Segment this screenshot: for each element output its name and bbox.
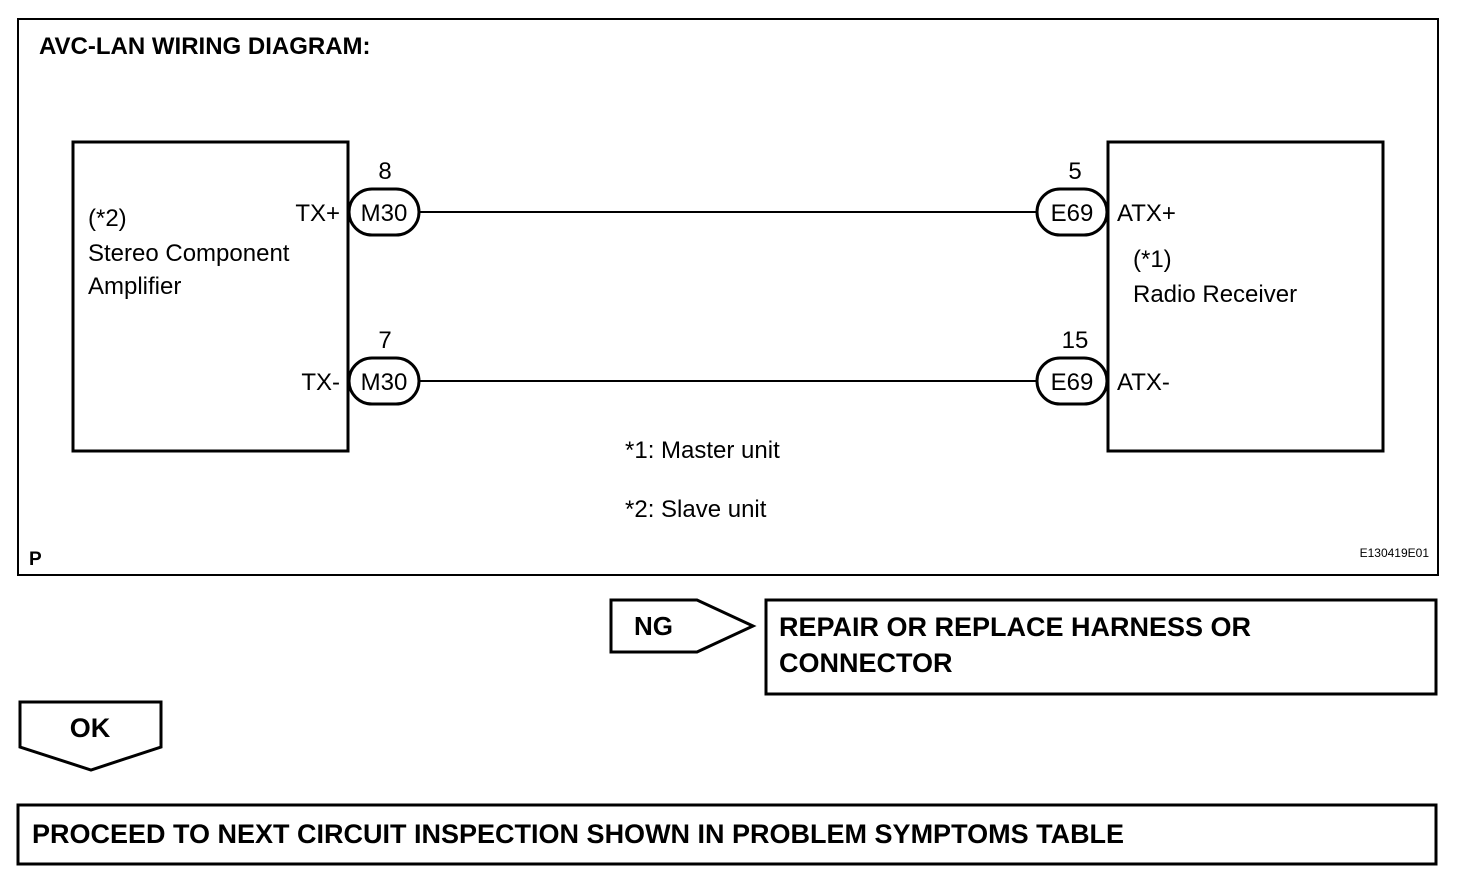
ng-arrow xyxy=(609,598,757,654)
connector-left-top xyxy=(347,187,421,237)
connector-right-bottom xyxy=(1035,356,1109,406)
note-slave-unit: *2: Slave unit xyxy=(625,496,767,523)
ok-arrow xyxy=(18,700,163,772)
amplifier-pin-tx-plus: TX+ xyxy=(295,200,340,227)
connector-left-top-label: M30 xyxy=(361,200,408,227)
connector-left-bottom-label: M30 xyxy=(361,369,408,396)
diagram-title: AVC-LAN WIRING DIAGRAM: xyxy=(39,33,371,60)
amplifier-name-line2: Amplifier xyxy=(88,273,181,300)
pin-number-left-bottom: 7 xyxy=(378,327,391,354)
connector-right-top-label: E69 xyxy=(1051,200,1094,227)
amplifier-name-line1: Stereo Component xyxy=(88,240,290,267)
receiver-ref: (*1) xyxy=(1133,246,1172,273)
receiver-pin-atx-minus: ATX- xyxy=(1117,369,1170,396)
figure-id: E130419E01 xyxy=(1360,546,1430,560)
ok-action-box xyxy=(16,803,1438,866)
ok-label: OK xyxy=(70,713,111,743)
connector-right-bottom-label: E69 xyxy=(1051,369,1094,396)
ng-action-line1: REPAIR OR REPLACE HARNESS OR xyxy=(779,612,1251,642)
pin-number-left-top: 8 xyxy=(378,158,391,185)
pin-number-right-top: 5 xyxy=(1068,158,1081,185)
ok-action-text: PROCEED TO NEXT CIRCUIT INSPECTION SHOWN… xyxy=(32,819,1124,849)
receiver-name: Radio Receiver xyxy=(1133,281,1297,308)
ng-label: NG xyxy=(634,611,673,641)
receiver-pin-atx-plus: ATX+ xyxy=(1117,200,1176,227)
receiver-box xyxy=(1106,140,1385,453)
amplifier-ref: (*2) xyxy=(88,205,127,232)
diagram-frame xyxy=(17,18,1439,576)
pin-number-right-bottom: 15 xyxy=(1062,327,1089,354)
connector-left-bottom xyxy=(347,356,421,406)
ng-action-line2: CONNECTOR xyxy=(779,648,953,678)
amplifier-pin-tx-minus: TX- xyxy=(301,369,340,396)
connector-right-top xyxy=(1035,187,1109,237)
ng-action-box xyxy=(764,598,1438,696)
note-master-unit: *1: Master unit xyxy=(625,437,780,464)
amplifier-box xyxy=(71,140,350,453)
corner-mark-left: P xyxy=(29,549,42,570)
